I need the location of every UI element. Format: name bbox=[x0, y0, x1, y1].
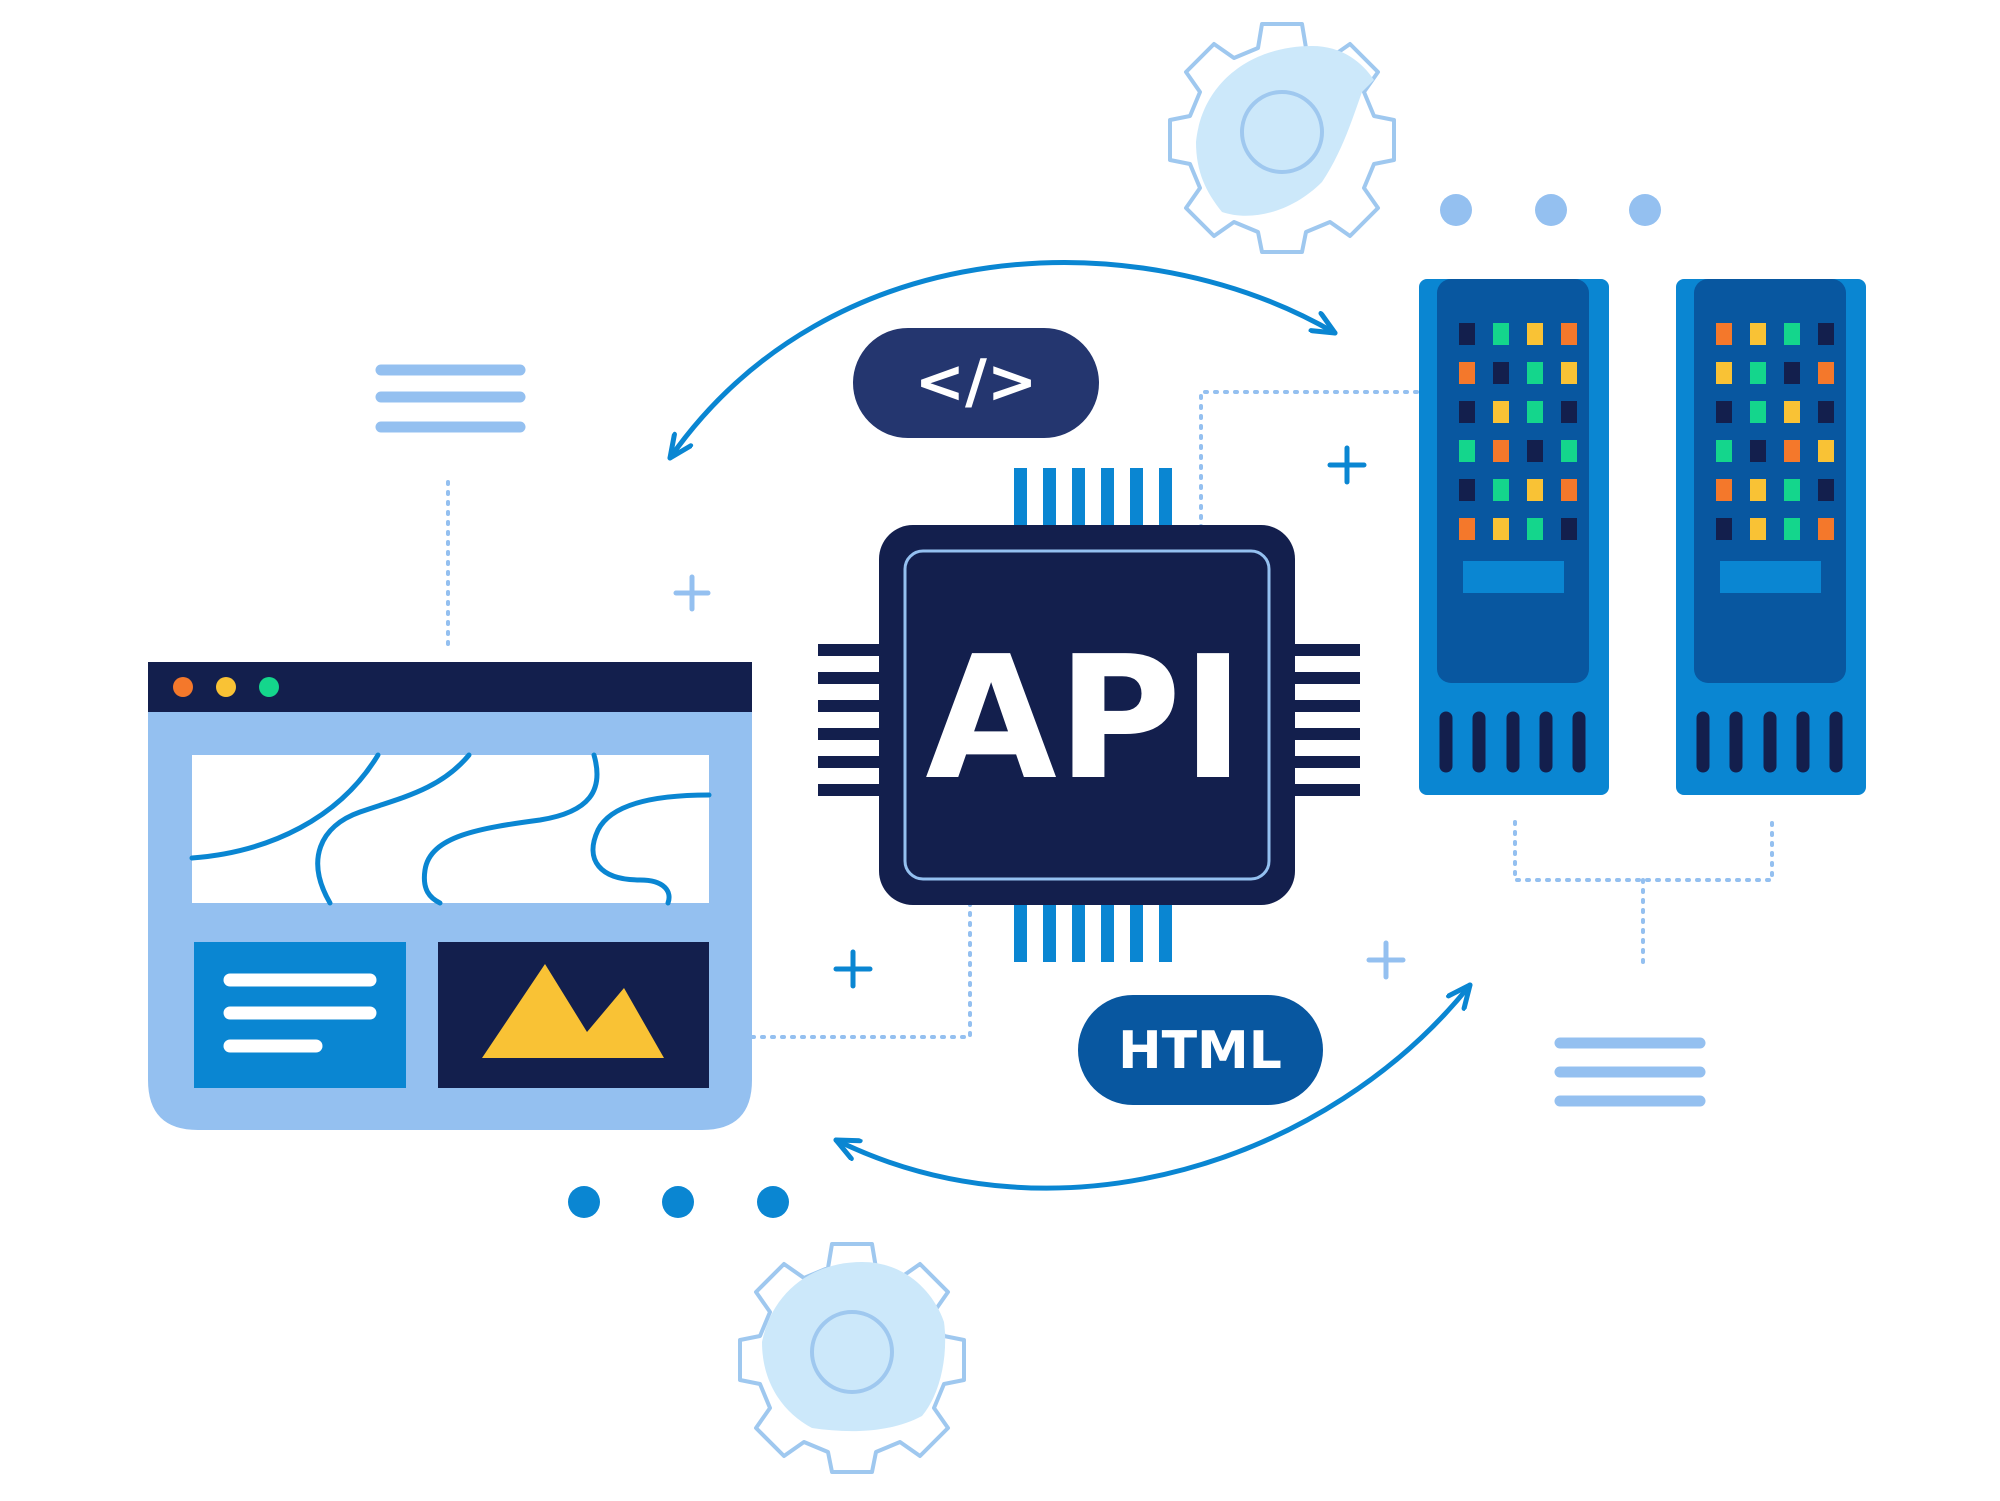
window-dot-minimize bbox=[216, 677, 236, 697]
server-led bbox=[1527, 479, 1543, 501]
server-led bbox=[1784, 518, 1800, 540]
gear-hub bbox=[810, 1310, 894, 1394]
plus-icon bbox=[833, 949, 873, 989]
server-led bbox=[1716, 362, 1732, 384]
image-card bbox=[438, 942, 709, 1088]
server-led bbox=[1818, 479, 1834, 501]
chip-pins bbox=[1014, 468, 1172, 962]
server-led bbox=[1459, 362, 1475, 384]
plus-icon bbox=[673, 574, 711, 612]
server-vents bbox=[1696, 711, 1843, 773]
server-led bbox=[1784, 479, 1800, 501]
server-slot bbox=[1463, 561, 1564, 593]
server-led bbox=[1750, 440, 1766, 462]
server-led bbox=[1561, 323, 1577, 345]
mountain-icon bbox=[482, 964, 664, 1058]
server-led bbox=[1493, 440, 1509, 462]
chip-inner-border bbox=[903, 549, 1271, 881]
window-dot-close bbox=[173, 677, 193, 697]
server-led bbox=[1493, 518, 1509, 540]
window-dot-maximize bbox=[259, 677, 279, 697]
server-led bbox=[1527, 362, 1543, 384]
server-led bbox=[1818, 401, 1834, 423]
server-led bbox=[1716, 440, 1732, 462]
lines-icon-bottom bbox=[1554, 1037, 1706, 1107]
api-chip: API bbox=[818, 468, 1360, 962]
gear-icon-top bbox=[1168, 22, 1396, 254]
server-led bbox=[1784, 323, 1800, 345]
server-led bbox=[1561, 518, 1577, 540]
code-badge: </> bbox=[853, 328, 1099, 438]
server-led bbox=[1561, 479, 1577, 501]
dots-icon-top bbox=[1440, 194, 1661, 226]
server-led bbox=[1750, 401, 1766, 423]
gear-icon-bottom bbox=[738, 1242, 966, 1474]
map-panel bbox=[189, 752, 712, 906]
chip-pins-side bbox=[818, 644, 1360, 796]
text-card bbox=[194, 942, 406, 1088]
dots-icon-bottom bbox=[568, 1186, 789, 1218]
server-led bbox=[1493, 401, 1509, 423]
server-led bbox=[1784, 440, 1800, 462]
lines-icon-top bbox=[375, 364, 526, 433]
server-led bbox=[1561, 440, 1577, 462]
plus-icon bbox=[1327, 445, 1367, 485]
server-led bbox=[1784, 401, 1800, 423]
arc-bottom bbox=[833, 985, 1473, 1191]
html-badge: HTML bbox=[1078, 995, 1323, 1105]
code-badge-label: </> bbox=[915, 347, 1037, 417]
server-led bbox=[1716, 518, 1732, 540]
server-left bbox=[1419, 279, 1609, 795]
server-led bbox=[1818, 518, 1834, 540]
arc-top bbox=[667, 260, 1338, 461]
server-led-grid bbox=[1459, 323, 1577, 540]
server-led bbox=[1527, 440, 1543, 462]
server-led bbox=[1716, 401, 1732, 423]
server-slot bbox=[1720, 561, 1821, 593]
server-vents bbox=[1439, 711, 1586, 773]
server-led bbox=[1527, 401, 1543, 423]
arc-arrows bbox=[667, 260, 1473, 1191]
server-led bbox=[1493, 479, 1509, 501]
server-led bbox=[1818, 440, 1834, 462]
server-led bbox=[1784, 362, 1800, 384]
server-led bbox=[1459, 401, 1475, 423]
server-led bbox=[1459, 479, 1475, 501]
plus-icon bbox=[1366, 940, 1406, 980]
server-led bbox=[1459, 518, 1475, 540]
chip-label: API bbox=[925, 620, 1244, 818]
chip-body bbox=[879, 525, 1295, 905]
server-right bbox=[1676, 279, 1866, 795]
server-led bbox=[1459, 323, 1475, 345]
server-led-grid bbox=[1716, 323, 1834, 540]
server-led bbox=[1716, 479, 1732, 501]
server-led bbox=[1750, 362, 1766, 384]
gear-hub bbox=[1240, 90, 1324, 174]
server-led bbox=[1493, 323, 1509, 345]
server-led bbox=[1527, 518, 1543, 540]
html-badge-label: HTML bbox=[1118, 1021, 1282, 1081]
server-led bbox=[1561, 362, 1577, 384]
connector-servers bbox=[1513, 820, 1774, 882]
browser-window bbox=[148, 662, 752, 1130]
server-led bbox=[1818, 362, 1834, 384]
server-led bbox=[1750, 479, 1766, 501]
server-led bbox=[1750, 518, 1766, 540]
server-led bbox=[1818, 323, 1834, 345]
server-led bbox=[1750, 323, 1766, 345]
server-led bbox=[1716, 323, 1732, 345]
server-led bbox=[1527, 323, 1543, 345]
server-led bbox=[1561, 401, 1577, 423]
window-titlebar bbox=[148, 662, 752, 712]
server-led bbox=[1459, 440, 1475, 462]
connector-chip-server bbox=[1199, 390, 1427, 530]
server-led bbox=[1493, 362, 1509, 384]
